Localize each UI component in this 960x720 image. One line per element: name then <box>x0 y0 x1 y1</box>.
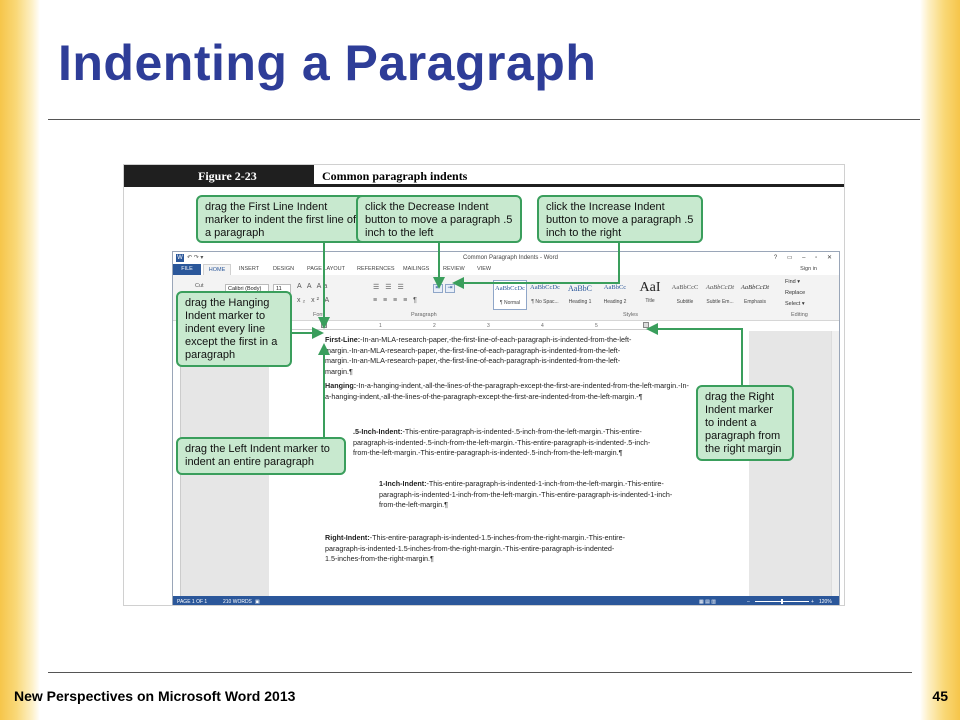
group-label-styles: Styles <box>623 312 638 318</box>
replace-button[interactable]: Replace <box>785 290 806 296</box>
proofing-icon[interactable]: ▣ <box>255 599 260 605</box>
quick-access-toolbar[interactable]: ↶ ↷ ▾ <box>187 255 204 261</box>
figure-label: Figure 2-23 <box>124 165 314 187</box>
zoom-out-icon[interactable]: – <box>747 599 750 605</box>
paragraph-first-line: First-Line:-In-an-MLA-research-paper,-th… <box>325 335 632 376</box>
callout-hanging-indent: drag the Hanging Indent marker to indent… <box>176 291 292 367</box>
zoom-in-icon[interactable]: + <box>811 599 814 605</box>
title-divider <box>48 119 920 120</box>
figure-screenshot: Figure 2-23 Common paragraph indents W ↶… <box>123 164 845 606</box>
slide-number: 45 <box>932 688 948 704</box>
slide-left-border <box>0 0 40 720</box>
right-indent-marker[interactable] <box>643 322 649 328</box>
tab-references[interactable]: REFERENCES <box>357 266 395 272</box>
paragraph-hanging: Hanging:-In-a-hanging-indent,-all-the-li… <box>325 381 689 401</box>
tab-view[interactable]: VIEW <box>477 266 492 272</box>
decrease-indent-button[interactable]: ⇤ <box>433 284 443 293</box>
group-label-font: Font <box>313 312 325 318</box>
callout-decrease-indent: click the Decrease Indent button to move… <box>356 195 522 243</box>
view-buttons[interactable]: ▦ ▤ ▥ <box>699 599 716 605</box>
style-no-spacing[interactable]: AaBbCcDc ¶ No Spac... <box>530 284 560 305</box>
cut-button[interactable]: Cut <box>195 283 204 289</box>
zoom-slider-knob[interactable] <box>781 599 783 604</box>
tab-insert[interactable]: INSERT <box>239 266 260 272</box>
sign-in-link[interactable]: Sign in <box>800 266 817 272</box>
ruler-number: 2 <box>433 323 436 329</box>
group-label-paragraph: Paragraph <box>411 312 437 318</box>
horizontal-ruler: 1 2 3 4 5 <box>269 322 739 330</box>
paragraph-right-indent: Right-Indent:-This-entire-paragraph-is-i… <box>325 533 625 563</box>
page-count[interactable]: PAGE 1 OF 1 <box>177 599 208 605</box>
tab-design[interactable]: DESIGN <box>273 266 295 272</box>
font-format-icons[interactable]: A A Aa <box>297 283 330 290</box>
status-bar: PAGE 1 OF 1 210 WORDS ▣ ▦ ▤ ▥ – + 120% <box>173 596 839 605</box>
paragraph-half-inch-indent: .5-Inch-Indent:-This-entire-paragraph-is… <box>353 427 651 457</box>
list-icons[interactable]: ☰ ☰ ☰ <box>373 284 406 291</box>
find-button[interactable]: Find ▾ <box>785 279 800 285</box>
word-app-icon: W <box>176 254 184 262</box>
style-heading-2[interactable]: AaBbCc Heading 2 <box>603 284 627 305</box>
ruler-number: 5 <box>595 323 598 329</box>
vertical-scrollbar[interactable] <box>831 331 839 596</box>
callout-increase-indent: click the Increase Indent button to move… <box>537 195 703 243</box>
tab-page-layout[interactable]: PAGE LAYOUT <box>307 266 346 272</box>
word-titlebar: W ↶ ↷ ▾ Common Paragraph Indents - Word … <box>173 252 839 264</box>
slide-title: Indenting a Paragraph <box>58 35 597 91</box>
select-button[interactable]: Select ▾ <box>785 301 805 307</box>
group-label-editing: Editing <box>791 312 808 318</box>
tab-home[interactable]: HOME <box>203 264 231 275</box>
increase-indent-button[interactable]: ⇥ <box>445 284 455 293</box>
tab-review[interactable]: REVIEW <box>443 266 465 272</box>
slide-right-border <box>920 0 960 720</box>
callout-left-indent: drag the Left Indent marker to indent an… <box>176 437 346 475</box>
figure-header: Figure 2-23 Common paragraph indents <box>124 165 844 187</box>
paragraph-one-inch-indent: 1-Inch-Indent:-This-entire-paragraph-is-… <box>379 479 673 509</box>
window-controls[interactable]: ? ▭ – ▫ ✕ <box>773 255 836 261</box>
ruler-number: 3 <box>487 323 490 329</box>
ruler-number: 1 <box>379 323 382 329</box>
font-style-icons[interactable]: x₂ x² A <box>297 297 332 304</box>
paragraph-align-icons[interactable]: ≡ ≡ ≡ ≡ ¶ <box>373 297 419 304</box>
footer-text: New Perspectives on Microsoft Word 2013 <box>14 688 296 704</box>
style-heading-1[interactable]: AaBbC Heading 1 <box>568 284 592 305</box>
zoom-level[interactable]: 120% <box>819 599 832 605</box>
style-subtle-emphasis[interactable]: AaBbCcDt Subtle Em... <box>705 284 735 305</box>
window-title: Common Paragraph Indents - Word <box>463 255 558 261</box>
style-emphasis[interactable]: AaBbCcDt Emphasis <box>740 284 770 305</box>
style-normal[interactable]: AaBbCcDc ¶ Normal <box>493 280 527 310</box>
tab-file[interactable]: FILE <box>173 264 201 275</box>
first-line-indent-marker[interactable] <box>321 322 327 328</box>
footer-divider <box>48 672 912 673</box>
style-title[interactable]: AaI Title <box>639 280 661 304</box>
tab-mailings[interactable]: MAILINGS <box>403 266 430 272</box>
figure-caption: Common paragraph indents <box>322 169 468 183</box>
ribbon-tabs: FILE HOME INSERT DESIGN PAGE LAYOUT REFE… <box>173 264 839 275</box>
callout-first-line-indent: drag the First Line Indent marker to ind… <box>196 195 370 243</box>
ruler-number: 4 <box>541 323 544 329</box>
word-count[interactable]: 210 WORDS <box>223 599 252 605</box>
style-subtitle[interactable]: AaBbCcC Subtitle <box>671 284 699 305</box>
callout-right-indent: drag the Right Indent marker to indent a… <box>696 385 794 461</box>
